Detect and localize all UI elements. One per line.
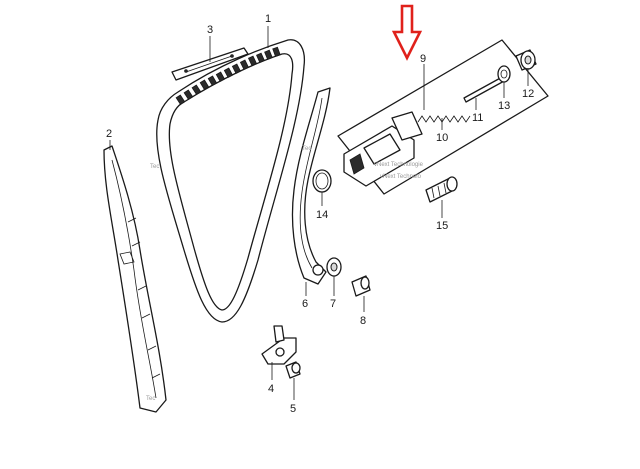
bolt-5	[285, 361, 301, 379]
callout-10: 10	[436, 132, 448, 144]
timing-chain	[156, 39, 306, 323]
callout-14: 14	[316, 209, 328, 221]
callout-6: 6	[302, 298, 308, 310]
o-ring	[312, 169, 332, 193]
callout-1: 1	[265, 13, 271, 25]
red-down-arrow-icon	[391, 4, 423, 61]
callout-2: 2	[106, 128, 112, 140]
watermark-tec: Tec	[146, 396, 155, 402]
callout-7: 7	[330, 298, 336, 310]
watermark-box: vNext Technolo	[380, 174, 422, 180]
callout-12: 12	[522, 88, 534, 100]
callout-4: 4	[268, 383, 274, 395]
upper-chain-guide	[171, 47, 249, 81]
spacer-collar	[326, 257, 342, 277]
callout-13: 13	[498, 100, 510, 112]
callout-9: 9	[420, 53, 426, 65]
callout-15: 15	[436, 220, 448, 232]
callout-5: 5	[290, 403, 296, 415]
watermark-left: Tec	[150, 164, 159, 170]
tensioner-body: vNext Technologie	[343, 111, 424, 187]
tensioner-spring	[417, 115, 471, 123]
leader-lines	[109, 26, 529, 400]
callout-8: 8	[360, 315, 366, 327]
mounting-bolt	[425, 176, 458, 203]
bracket	[261, 325, 297, 365]
watermark-right: Tec	[302, 146, 311, 152]
callout-3: 3	[207, 24, 213, 36]
chain-guide-right: Tec	[291, 87, 331, 285]
watermark-mid: vNext Technologie	[374, 162, 424, 168]
cap-bolt	[515, 49, 537, 71]
bolt-8	[351, 275, 371, 297]
chain-tensioner-slipper: Tec	[103, 145, 167, 413]
washer	[497, 65, 511, 83]
callout-11: 11	[472, 112, 483, 124]
